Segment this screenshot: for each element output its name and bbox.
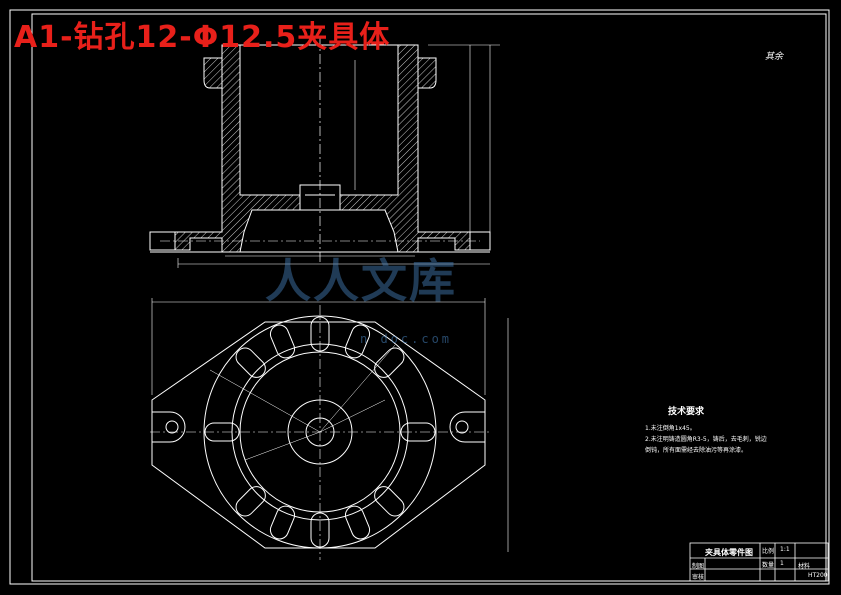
plan-view	[150, 298, 509, 560]
outer-frame	[9, 9, 830, 585]
title-block	[689, 542, 829, 582]
watermark-url: n doc.com	[360, 332, 453, 346]
watermark-text: 人人文库	[265, 254, 457, 308]
tech-requirement-line: 2.未注明铸造圆角R3-5，铸后，去毛刺，锐边	[645, 436, 767, 443]
tech-requirement-line: 倒钝，所有面需经去除油污等再涂漆。	[645, 447, 748, 454]
tech-requirement-line: 1.未注倒角1x45。	[645, 425, 696, 432]
title-block-cell: 1	[780, 560, 784, 567]
title-block-cell: 数量	[762, 562, 775, 569]
title-block-name: 夹具体零件图	[705, 548, 753, 557]
title-block-cell: 制图	[692, 563, 705, 570]
title-block-cell: 比例	[762, 548, 775, 555]
surface-finish-note: 其余	[765, 52, 784, 62]
title-block-cell: 材料	[798, 563, 811, 570]
title-block-cell: 审核	[692, 574, 705, 581]
tech-requirements-title: 技术要求	[668, 407, 705, 417]
title-block-cell: HT200	[808, 572, 828, 579]
inner-frame	[31, 13, 827, 582]
drawing-title: A1-钻孔12-Φ12.5夹具体	[14, 20, 391, 55]
section-view	[149, 36, 500, 268]
title-block-cell: 1:1	[780, 546, 790, 553]
